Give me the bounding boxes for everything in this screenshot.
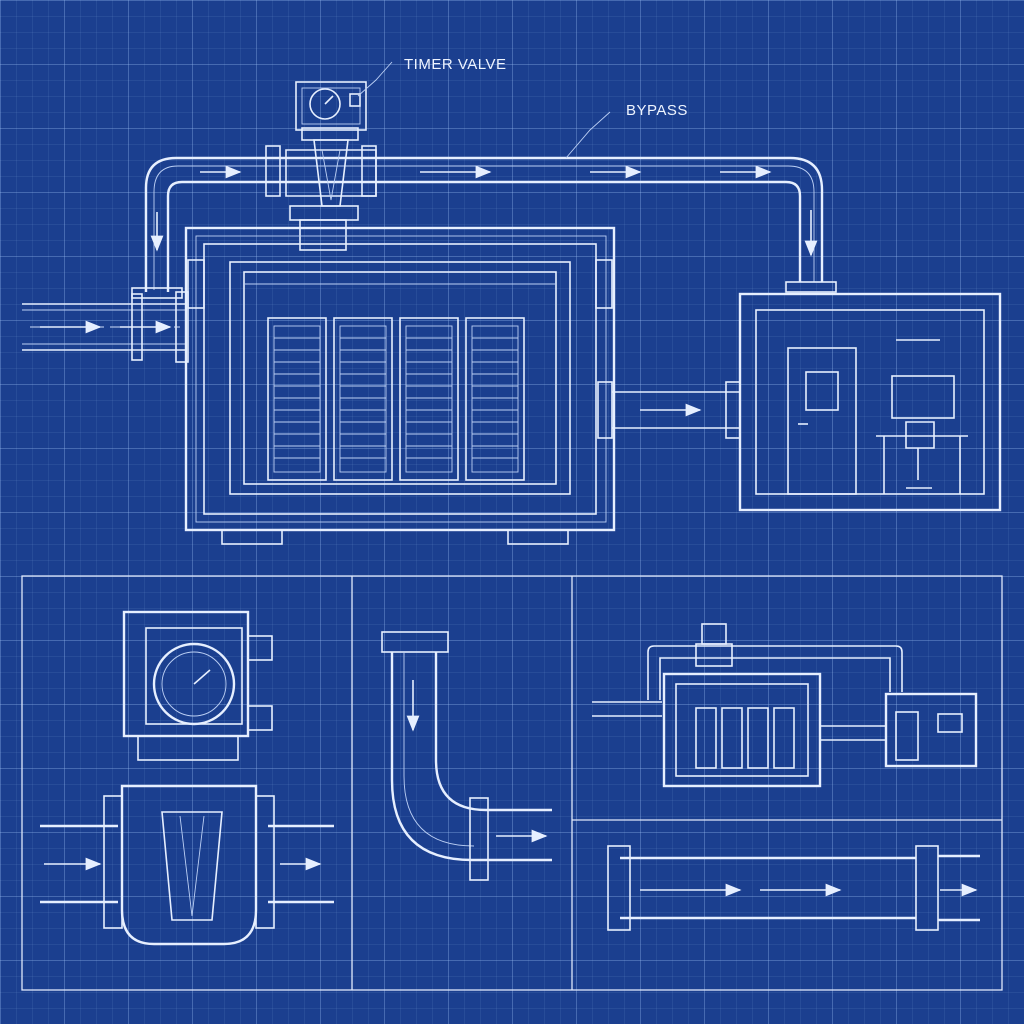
server-rack [465, 317, 525, 481]
valve-detail [40, 610, 334, 946]
detail-panels-frame [21, 575, 1003, 991]
server-rack [267, 317, 327, 481]
timer-valve-callout-line [357, 61, 393, 97]
outlet-pipe [597, 381, 741, 439]
inlet-pipe [22, 291, 189, 363]
straight-pipe-detail [607, 845, 980, 931]
monitor-icon [891, 375, 955, 419]
server-enclosure [184, 226, 616, 545]
bend-pipe-detail [381, 631, 552, 881]
gauge-icon [152, 642, 236, 726]
door-icon [787, 347, 857, 495]
gauge-icon [309, 88, 341, 120]
bypass-pipe [131, 145, 837, 299]
bypass-label: BYPASS [626, 102, 688, 119]
timer-valve-label: TIMER VALVE [404, 56, 507, 73]
chair-icon [905, 421, 935, 489]
bypass-callout-line [565, 111, 611, 159]
main-diagram [22, 61, 1002, 545]
timer-valve [285, 81, 377, 251]
door-icon [895, 711, 919, 761]
mini-overview [592, 623, 978, 788]
control-room [738, 292, 1002, 512]
server-rack [333, 317, 393, 481]
monitor-icon [937, 713, 963, 733]
server-rack [399, 317, 459, 481]
